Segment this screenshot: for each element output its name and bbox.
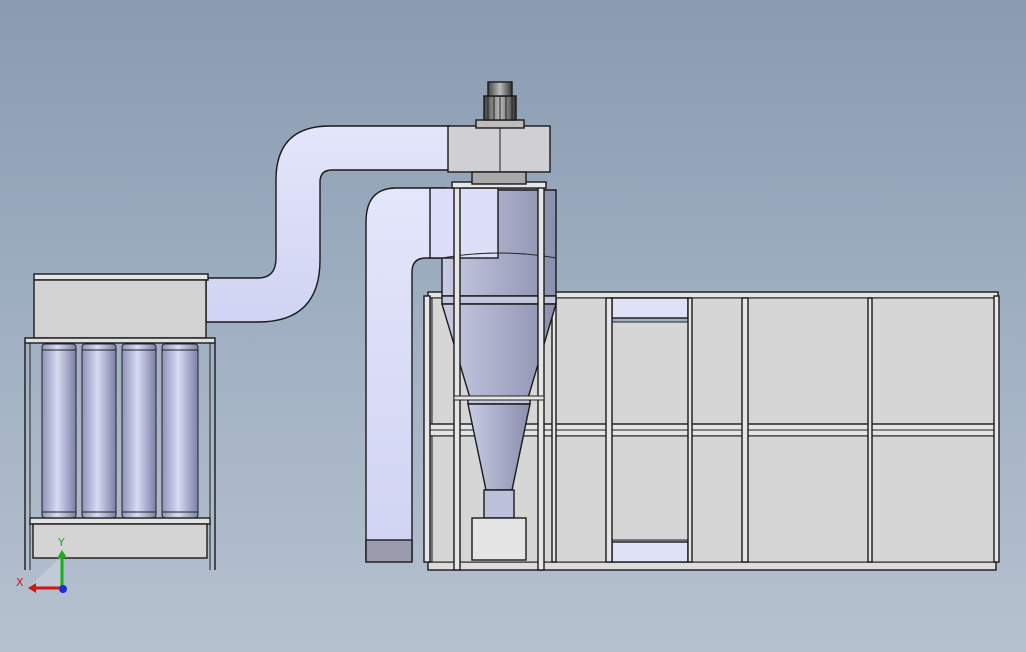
lower-duct (365, 187, 447, 563)
cyclone-separator (429, 181, 557, 571)
x-axis-arrowhead (28, 583, 36, 593)
fan-motor (483, 81, 517, 121)
z-axis-dot (59, 585, 67, 593)
filter-cartridge (121, 343, 157, 519)
filter-cartridge (81, 343, 117, 519)
x-axis-label: X (16, 576, 24, 589)
booth-vent-panel (611, 297, 689, 319)
fan-housing (447, 119, 551, 185)
y-axis-arrowhead (57, 550, 67, 558)
triad-plane-icon (30, 556, 62, 586)
upper-duct (205, 125, 451, 323)
filter-cartridge (41, 343, 77, 519)
axis-triad: X Y (16, 536, 67, 593)
booth-vent-panel (611, 541, 689, 563)
y-axis-label: Y (57, 536, 65, 549)
filter-cartridge (161, 343, 199, 519)
cartridge-collector (24, 273, 216, 570)
